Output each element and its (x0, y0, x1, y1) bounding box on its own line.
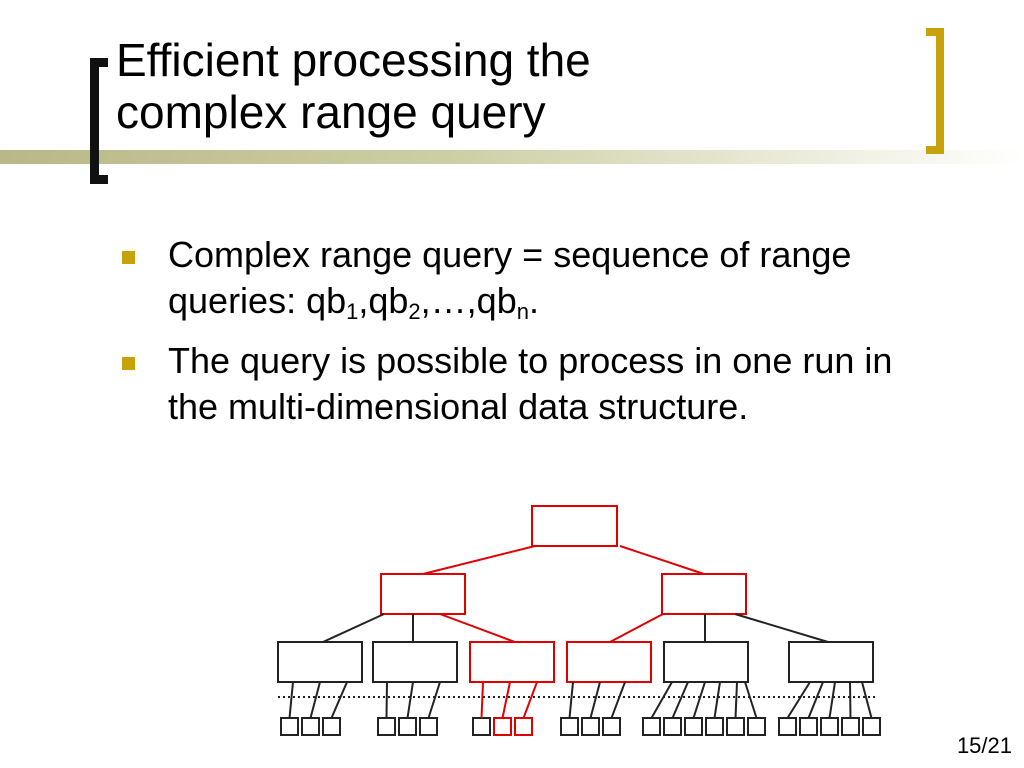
tree-level2-node (788, 641, 874, 683)
tree-edge (861, 681, 873, 719)
tree-edge (406, 681, 414, 719)
tree-edge (849, 681, 852, 719)
tree-edge (568, 681, 574, 719)
tree-edge (692, 681, 706, 719)
tree-leaf-node (493, 717, 512, 736)
title-underline-bar (0, 150, 1024, 164)
tree-leaf-node (560, 717, 579, 736)
tree-leaf-node (778, 717, 797, 736)
tree-level1-node (380, 573, 466, 615)
tree-edge (501, 681, 511, 719)
tree-level2-node (277, 641, 363, 683)
title-line-1: Efficient processing the (116, 34, 591, 86)
tree-edge (480, 681, 484, 719)
tree-edge (309, 681, 321, 719)
tree-leaf-node (514, 717, 533, 736)
tree-edge (422, 545, 536, 575)
tree-edge (807, 681, 824, 719)
tree-edge (619, 545, 705, 575)
tree-edge (522, 681, 538, 719)
tree-level2-node (566, 641, 652, 683)
right-bracket-decoration (926, 28, 944, 154)
tree-level1-node (661, 573, 747, 615)
tree-edge (609, 613, 664, 643)
tree-edge (288, 681, 294, 719)
tree-leaf-node (726, 717, 745, 736)
tree-leaf-node (419, 717, 438, 736)
tree-edge (427, 681, 441, 719)
bullet-1-mid-2: ,…,qb (420, 280, 517, 321)
tree-edge (610, 681, 626, 719)
bullet-2-text: The query is possible to process in one … (168, 340, 893, 427)
tree-leaf-node (581, 717, 600, 736)
tree-leaf-node (322, 717, 341, 736)
tree-edge (828, 681, 836, 719)
tree-leaf-node (301, 717, 320, 736)
tree-edge (322, 613, 385, 643)
tree-leaf-node (663, 717, 682, 736)
tree-leaf-node (841, 717, 860, 736)
tree-level2-node (663, 641, 749, 683)
left-bracket-decoration (90, 58, 108, 184)
tree-leaf-node (642, 717, 661, 736)
tree-leaf-node (684, 717, 703, 736)
tree-edge (439, 613, 516, 643)
tree-edge (330, 681, 348, 719)
tree-edge (734, 681, 738, 719)
tree-edge (589, 681, 601, 719)
tree-root-node (531, 505, 618, 547)
bullet-1-sub-n: n (516, 299, 529, 324)
bullet-1-mid-1: ,qb (358, 280, 409, 321)
tree-edge (385, 681, 388, 719)
bullet-1-sub-2: 2 (408, 299, 421, 324)
bullet-item-1: Complex range query = sequence of range … (118, 232, 938, 324)
tree-leaf-node (377, 717, 396, 736)
square-bullet-icon (122, 251, 135, 264)
bullet-list: Complex range query = sequence of range … (118, 232, 938, 444)
tree-leaf-node (398, 717, 417, 736)
square-bullet-icon (122, 357, 135, 370)
tree-leaf-node (602, 717, 621, 736)
bullet-item-2: The query is possible to process in one … (118, 338, 938, 430)
title-line-2: complex range query (116, 86, 546, 138)
tree-edge (786, 681, 811, 719)
tree-leaf-node (280, 717, 299, 736)
bullet-1-sub-1: 1 (346, 299, 359, 324)
tree-edge (734, 613, 829, 643)
tree-level2-node (469, 641, 555, 683)
tree-leaf-node (862, 717, 881, 736)
tree-leaf-node (472, 717, 491, 736)
slide-title: Efficient processing the complex range q… (116, 34, 896, 138)
tree-level2-node (372, 641, 458, 683)
page-number: 15/21 (956, 733, 1012, 758)
tree-edge (671, 681, 689, 719)
bullet-1-text: Complex range query = sequence of range … (168, 234, 852, 321)
tree-edge (713, 681, 721, 719)
bullet-1-end: . (528, 280, 539, 321)
tree-leaf-node (747, 717, 766, 736)
tree-edge (650, 681, 673, 719)
tree-leaf-node (820, 717, 839, 736)
tree-leaf-node (799, 717, 818, 736)
tree-leaf-node (705, 717, 724, 736)
tree-edge (744, 681, 758, 719)
